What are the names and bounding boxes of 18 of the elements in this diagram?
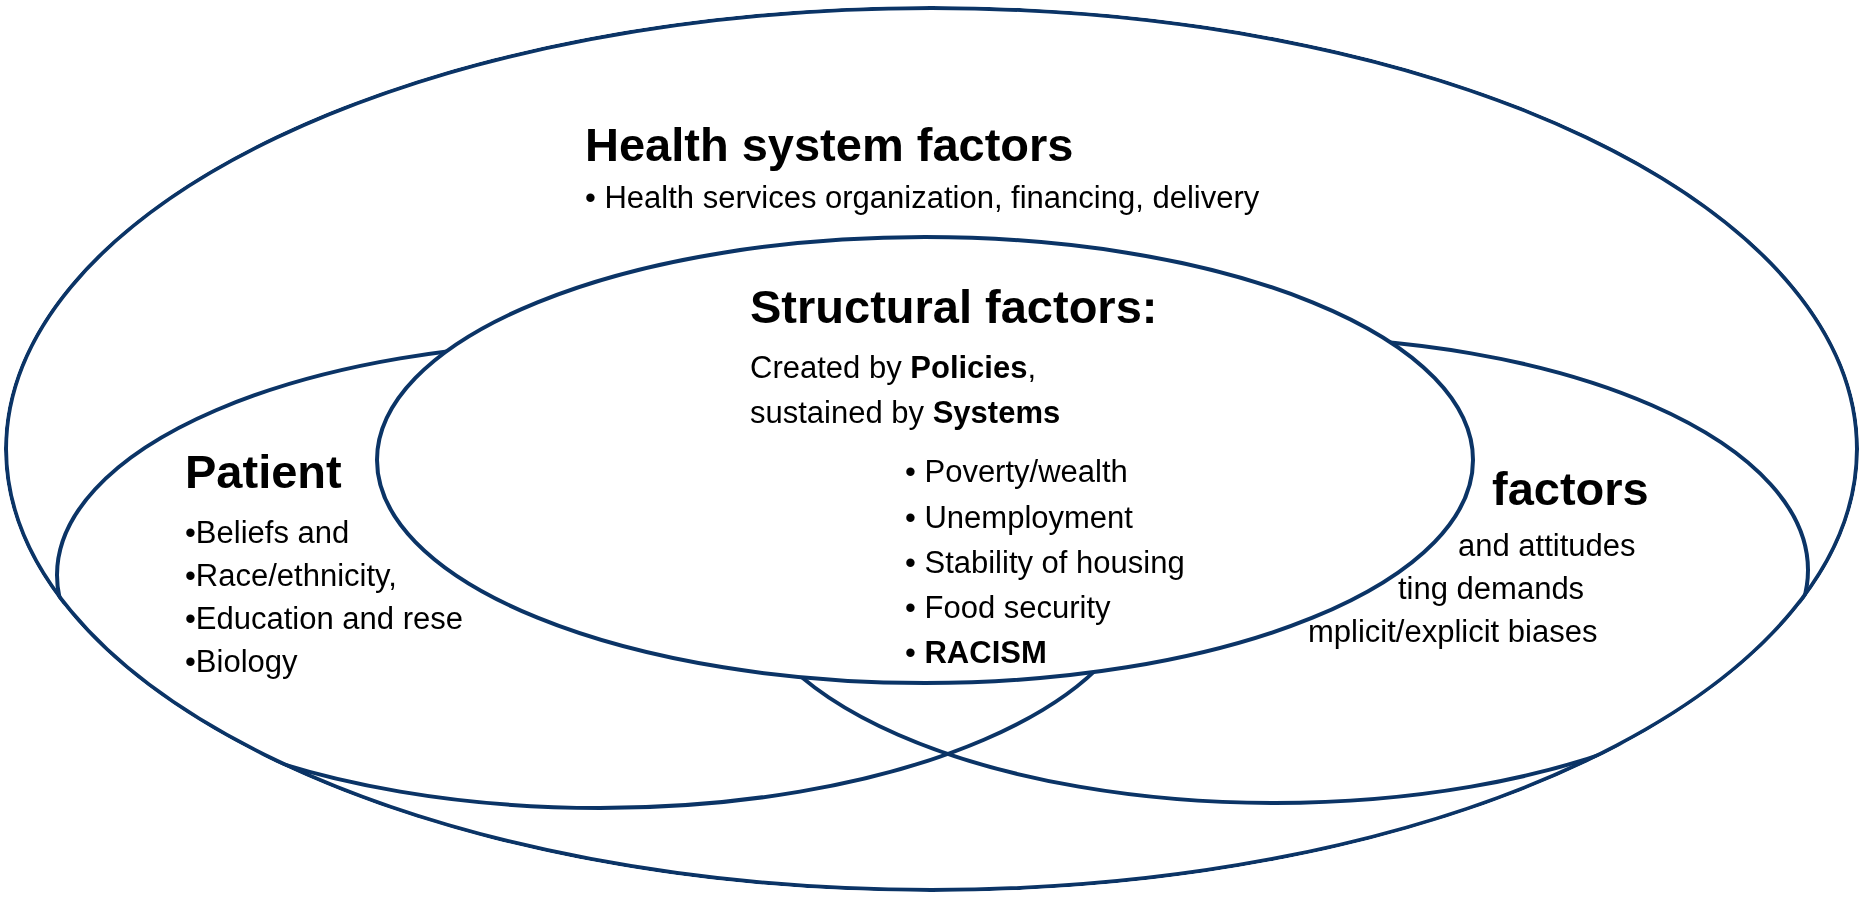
bullet-item: ting demands: [1398, 571, 1585, 607]
heading: Health system factors: [585, 118, 1074, 173]
bullet-item: • Poverty/wealth: [905, 454, 1128, 490]
bullet-item: • Food security: [905, 590, 1111, 626]
bullet-item: •Beliefs and: [185, 515, 350, 551]
bullet-item: and attitudes: [1458, 528, 1636, 564]
bullet-item: mplicit/explicit biases: [1308, 614, 1598, 650]
heading: Patient: [185, 445, 342, 500]
bullet-item: • Stability of housing: [905, 545, 1185, 581]
bullet-item: • Unemployment: [905, 500, 1133, 536]
bullet-item: •Education and rese: [185, 601, 463, 637]
description-text: Created by Policies, sustained by Systems: [750, 349, 1062, 432]
bullet-item: •Biology: [185, 644, 298, 680]
bullet-item: •Race/ethnicity,: [185, 558, 397, 594]
bullet-item: • RACISM: [905, 635, 1047, 671]
heading: Structural factors:: [750, 280, 1158, 335]
bullet-item: • Health services organization, financing, delivery: [585, 180, 1260, 216]
heading: factors: [1492, 462, 1649, 517]
